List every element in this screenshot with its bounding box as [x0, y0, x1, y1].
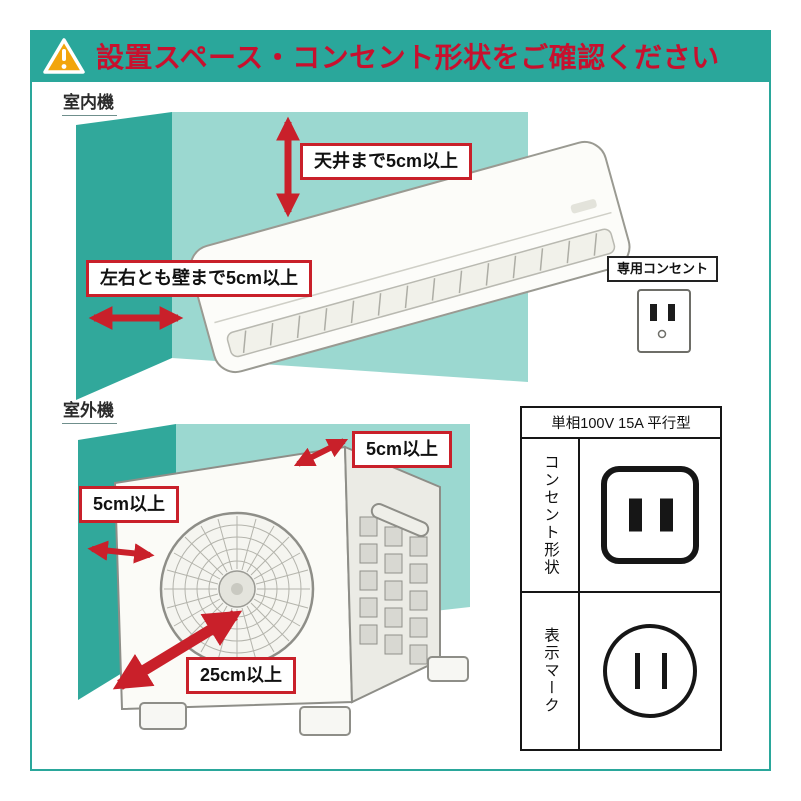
- outdoor-side-clearance-label: 5cm以上: [79, 486, 180, 523]
- indoor-ac-unit: [189, 140, 631, 374]
- page-title: 設置スペース・コンセント形状をご確認ください: [96, 42, 720, 73]
- side-clearance-label: 左右とも壁まで5cm以上: [86, 260, 313, 297]
- plug-pin-right: [662, 653, 667, 689]
- outdoor-front-clearance-label: 25cm以上: [186, 657, 297, 694]
- plug-mark-icon: [603, 624, 697, 718]
- display-mark-row-label: 表示マーク: [522, 591, 580, 749]
- header-banner: 設置スペース・コンセント形状をご確認ください: [30, 30, 771, 82]
- power-spec-panel: 単相100V 15A 平行型 コンセント形状 表示マーク: [520, 406, 722, 751]
- indoor-indicator-panel: [570, 199, 597, 214]
- outdoor-side-clearance-arrow: [87, 540, 155, 564]
- outdoor-section-label: 室外機: [62, 396, 117, 424]
- outdoor-unit-illustration: [78, 424, 470, 736]
- display-mark-cell: [580, 591, 720, 749]
- outlet-shape-row-label: コンセント形状: [522, 439, 580, 591]
- indoor-left-wall: [76, 112, 172, 400]
- indoor-section-label: 室内機: [62, 88, 117, 116]
- outdoor-side-louvers: [359, 516, 428, 665]
- outdoor-feet: [139, 656, 469, 736]
- wall-outlet: [637, 289, 691, 353]
- power-spec-table: コンセント形状 表示マーク: [520, 439, 722, 751]
- outdoor-front-clearance-arrow: [112, 610, 243, 690]
- outdoor-top-clearance-label: 5cm以上: [352, 431, 453, 468]
- ceiling-clearance-label: 天井まで5cm以上: [300, 143, 473, 180]
- indoor-vent-fins: [242, 233, 598, 354]
- outdoor-top-clearance-arrow: [293, 438, 349, 467]
- indoor-unit-illustration: [76, 112, 691, 400]
- outlet-shape-cell: [580, 439, 720, 591]
- outlet-slot-left: [629, 498, 642, 532]
- indoor-vent-flap: [226, 228, 616, 358]
- power-spec-header: 単相100V 15A 平行型: [520, 406, 722, 439]
- plug-pin-left: [635, 653, 640, 689]
- outdoor-handle: [370, 503, 430, 537]
- outlet-slot-right: [660, 498, 673, 532]
- dedicated-outlet-label: 専用コンセント: [607, 256, 719, 283]
- outlet-shape-icon: [601, 466, 699, 564]
- warning-triangle-icon: [43, 38, 85, 74]
